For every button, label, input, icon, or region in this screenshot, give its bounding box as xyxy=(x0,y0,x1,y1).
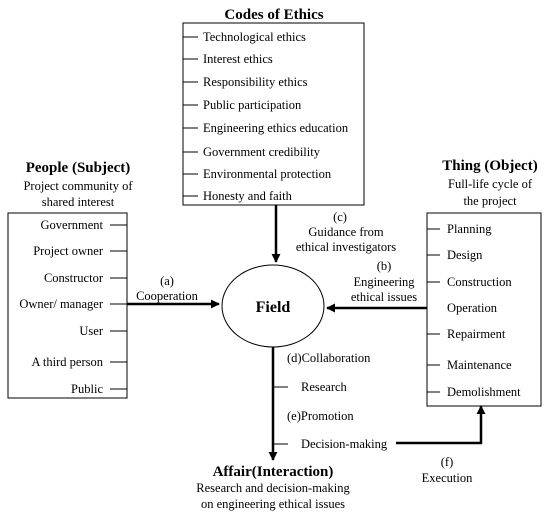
affair-item-decision-making: Decision-making xyxy=(301,437,388,451)
codes-item: Honesty and faith xyxy=(183,189,293,203)
people-item-label: A third person xyxy=(31,355,103,369)
label-f-index: (f) xyxy=(441,455,454,469)
codes-item-label: Environmental protection xyxy=(203,167,332,181)
affair-item-research: Research xyxy=(301,380,348,394)
people-item-label: User xyxy=(79,324,103,338)
people-item: Constructor xyxy=(44,271,127,285)
codes-list: Technological ethics Interest ethics Res… xyxy=(183,30,349,203)
affair-item: Research xyxy=(273,380,348,394)
label-b-line-1: Engineering xyxy=(353,275,415,289)
thing-item: Repairment xyxy=(427,327,506,341)
thing-subtitle-line-2: the project xyxy=(463,194,517,208)
label-a-index: (a) xyxy=(160,274,174,288)
codes-item-label: Engineering ethics education xyxy=(203,121,349,135)
label-c-index: (c) xyxy=(333,210,347,224)
field-label: Field xyxy=(256,299,291,316)
people-item-label: Owner/ manager xyxy=(19,297,103,311)
thing-list: Planning Design Construction Operation R… xyxy=(427,222,521,399)
people-list: Government Project owner Constructor Own… xyxy=(19,218,127,396)
thing-item: Maintenance xyxy=(427,358,512,372)
affair-item-promotion: (e)Promotion xyxy=(287,409,354,423)
codes-item-label: Responsibility ethics xyxy=(203,75,308,89)
thing-item: Design xyxy=(427,248,483,262)
people-item-label: Constructor xyxy=(44,271,104,285)
label-b-index: (b) xyxy=(377,259,392,273)
people-item: A third person xyxy=(31,355,127,369)
codes-item: Engineering ethics education xyxy=(183,121,349,135)
people-item: User xyxy=(79,324,127,338)
codes-item-label: Honesty and faith xyxy=(203,189,293,203)
affair-list: (d)Collaboration Research (e)Promotion D… xyxy=(273,351,388,451)
codes-item: Public participation xyxy=(183,98,302,112)
label-c-line-2: ethical investigators xyxy=(296,240,396,254)
people-item: Project owner xyxy=(33,244,127,258)
people-item-label: Project owner xyxy=(33,244,104,258)
affair-subtitle-line-2: on engineering ethical issues xyxy=(201,497,345,511)
codes-item: Interest ethics xyxy=(183,52,273,66)
people-item: Owner/ manager xyxy=(19,297,127,311)
codes-item-label: Public participation xyxy=(203,98,302,112)
thing-item-label: Maintenance xyxy=(447,358,512,372)
codes-box xyxy=(182,22,365,206)
label-f-text: Execution xyxy=(422,471,473,485)
people-item: Public xyxy=(71,382,127,396)
codes-item: Responsibility ethics xyxy=(183,75,308,89)
codes-item-label: Government credibility xyxy=(203,145,321,159)
people-box xyxy=(7,212,128,399)
codes-item-label: Interest ethics xyxy=(203,52,273,66)
affair-subtitle-line-1: Research and decision-making xyxy=(196,481,350,495)
thing-item: Demolishment xyxy=(427,385,521,399)
codes-item: Environmental protection xyxy=(183,167,332,181)
thing-item: Planning xyxy=(427,222,492,236)
codes-item-label: Technological ethics xyxy=(203,30,306,44)
codes-title: Codes of Ethics xyxy=(224,7,323,23)
people-item-label: Government xyxy=(41,218,104,232)
people-subtitle-line-2: shared interest xyxy=(42,195,115,209)
thing-item-label: Repairment xyxy=(447,327,506,341)
thing-item: Construction xyxy=(427,275,512,289)
people-subtitle-line-1: Project community of xyxy=(23,179,133,193)
people-item-label: Public xyxy=(71,382,103,396)
arrow-affair-to-thing xyxy=(396,405,486,445)
label-c-line-1: Guidance from xyxy=(308,225,384,239)
affair-item-collaboration: (d)Collaboration xyxy=(287,351,371,365)
thing-item: Operation xyxy=(447,301,498,315)
thing-item-label: Operation xyxy=(447,301,498,315)
people-title: People (Subject) xyxy=(26,160,131,176)
codes-item: Government credibility xyxy=(183,145,321,159)
label-b-line-2: ethical issues xyxy=(351,290,417,304)
affair-title: Affair(Interaction) xyxy=(213,464,334,480)
thing-item-label: Construction xyxy=(447,275,512,289)
codes-item: Technological ethics xyxy=(183,30,306,44)
thing-subtitle-line-1: Full-life cycle of xyxy=(448,177,533,191)
thing-item-label: Planning xyxy=(447,222,492,236)
thing-item-label: Demolishment xyxy=(447,385,521,399)
thing-title: Thing (Object) xyxy=(442,158,537,174)
people-item: Government xyxy=(41,218,127,232)
affair-item: Decision-making xyxy=(273,437,388,451)
label-a-text: Cooperation xyxy=(136,289,199,303)
thing-item-label: Design xyxy=(447,248,483,262)
